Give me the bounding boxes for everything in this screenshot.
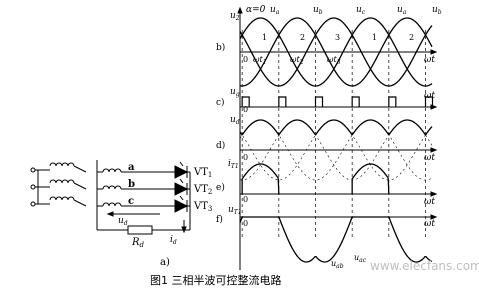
phase-dashed-1 [239, 119, 433, 181]
thyristor-vt2 [174, 178, 189, 196]
circuit-diagram [30, 160, 191, 235]
watermark: www.elecfans.com [370, 259, 479, 273]
crossing-number-3: 3 [335, 33, 340, 42]
panel-f-axis-label: ωt [424, 219, 435, 229]
gate-pulse-2 [278, 96, 287, 107]
panel-label-c: c) [216, 97, 225, 108]
crossing-number-1: 1 [262, 33, 267, 42]
panel-e-waves [241, 163, 390, 195]
phase-label-c: c [128, 196, 134, 207]
panel-f-ylabel: uT1 [228, 205, 242, 216]
gate-pulse-6 [424, 96, 434, 107]
panel-e-ylabel: iT1 [228, 159, 239, 170]
panel-b-zero: 0 [243, 55, 248, 64]
phase-label-ua2: ua [397, 5, 407, 16]
current-label-id: id [170, 235, 177, 246]
phase-label-ub2: ub [432, 5, 442, 16]
crossing-number-5: 2 [409, 33, 414, 42]
omega-t3-label: ωt3 [327, 55, 341, 66]
voltage-label-ud: ud [118, 216, 128, 227]
panel-c-zero: 0 [243, 105, 248, 114]
panel-c-ylabel: ug [230, 87, 240, 98]
crossing-number-2: 2 [300, 33, 305, 42]
panel-label-d: d) [216, 140, 225, 151]
thyristor-label-vt2: VT2 [193, 184, 212, 196]
panel-b-ylabel: u2 [230, 11, 240, 22]
thyristor-current-pulse-1 [241, 163, 280, 195]
panel-label-e: e) [216, 182, 225, 193]
panel-d-zero: 0 [243, 153, 248, 162]
phase-label-uc: uc [356, 5, 366, 16]
thyristor-vt1 [174, 161, 189, 179]
thyristor-current-pulse-2 [351, 163, 390, 195]
resistor-label-rd: Rd [131, 237, 145, 249]
output-voltage-envelope [239, 119, 433, 136]
thyristor-label-vt3: VT3 [193, 201, 212, 213]
panel-e-axes [240, 191, 438, 197]
uab-label: uab [331, 259, 344, 270]
transformer-primary [30, 162, 87, 207]
panel-f-waves [239, 216, 433, 263]
phase-label-ua: ua [270, 5, 280, 16]
phase-label-ub: ub [313, 5, 323, 16]
uac-label: uac [354, 253, 367, 264]
panel-b-axis-label: ωt [424, 55, 435, 65]
gate-pulse-5 [388, 96, 397, 107]
transformer-secondary [96, 160, 175, 214]
panel-f-zero: 0 [243, 219, 248, 228]
panel-d-axes [240, 147, 438, 153]
panel-c-axis-label: ωt [424, 91, 435, 101]
panel-d-axis-label: ωt [424, 153, 435, 163]
thyristor-voltage-wave [239, 216, 433, 263]
panel-e-axis-label: ωt [424, 197, 435, 207]
omega-t2-label: ωt2 [290, 55, 304, 66]
crossing-number-4: 1 [372, 33, 377, 42]
load-resistor [127, 225, 153, 235]
panel-e-zero: 0 [243, 195, 248, 204]
gate-pulse-4 [351, 96, 360, 107]
phase-wave-1 [239, 17, 433, 87]
panel-d-waves [239, 119, 433, 181]
panel-d-ylabel: ud [230, 115, 240, 126]
alpha-label: α=0 [246, 5, 266, 15]
figure-caption: 图1 三相半波可控整流电路 [150, 273, 282, 287]
panel-label-f: f) [216, 214, 223, 225]
panel-b-axes [237, 6, 438, 55]
panel-c-axes [240, 104, 438, 110]
omega-t1-label: ωt1 [253, 55, 267, 66]
gate-pulse-1 [241, 96, 250, 107]
panel-label-a: a) [160, 257, 170, 268]
thyristor-label-vt1: VT1 [193, 167, 212, 179]
phase-dashed-3 [239, 119, 433, 181]
phase-wave-3 [239, 17, 433, 87]
panel-b-waves [239, 17, 433, 87]
gate-pulse-3 [314, 96, 324, 107]
panel-label-b: b) [216, 42, 225, 53]
phase-label-b: b [128, 179, 135, 190]
gate-pulses [241, 96, 434, 107]
phase-label-a: a [128, 162, 135, 173]
phase-wave-2 [239, 17, 433, 87]
phase-dashed-2 [239, 119, 433, 181]
thyristor-vt3 [174, 195, 189, 213]
